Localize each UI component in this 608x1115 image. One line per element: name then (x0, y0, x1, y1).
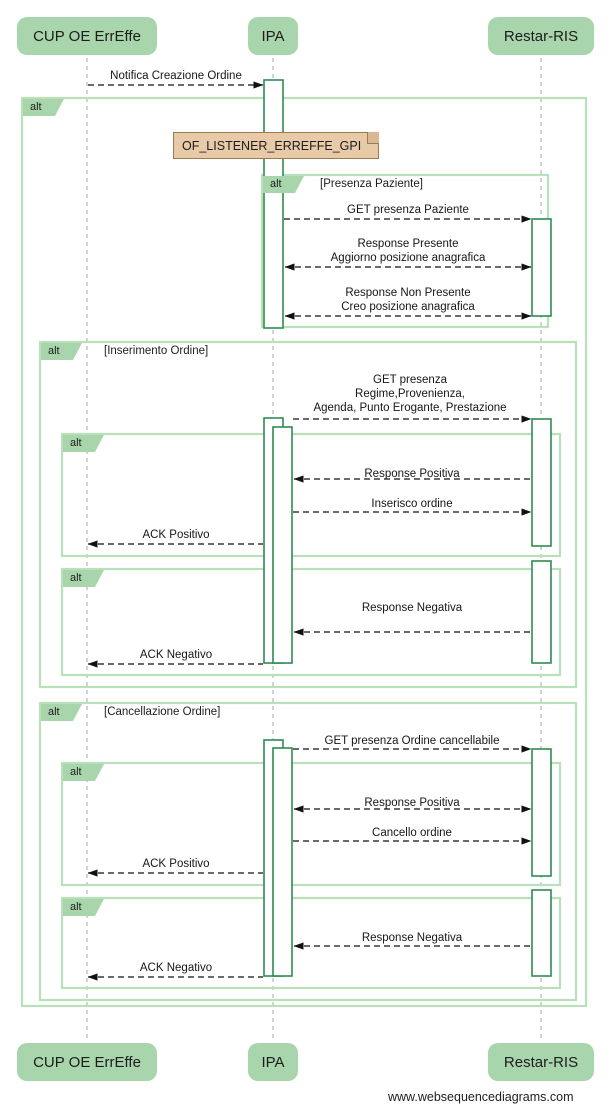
message-label-m8: ACK Positivo (142, 529, 210, 541)
message-label-m5: GET presenza Regime,Provenienza, Agenda,… (313, 373, 506, 415)
message-label-m6: Response Positiva (364, 468, 460, 480)
frame-inserimento-2 (60, 567, 562, 677)
message-label-m5-line2: Regime,Provenienza, (355, 388, 465, 400)
actor-cup-bottom[interactable]: CUP OE ErrEffe (17, 1043, 157, 1081)
frame-outer (20, 96, 588, 1008)
frame-cond-cancellazione: [Cancellazione Ordine] (104, 706, 221, 718)
lifelines (86, 58, 542, 1040)
activation-restar-2 (531, 418, 552, 547)
message-label-m16: ACK Negativo (139, 962, 213, 974)
message-label-m10: ACK Negativo (139, 649, 213, 661)
frame-label-presenza-text: alt (270, 178, 282, 190)
actor-ipa-bottom[interactable]: IPA (248, 1043, 298, 1081)
actor-restar-label: Restar-RIS (503, 27, 579, 45)
frame-cond-presenza: [Presenza Paziente] (320, 178, 423, 190)
activation-restar-3 (531, 560, 552, 664)
activation-restar-5 (531, 889, 552, 977)
message-label-m3-line1: Response Presente (357, 238, 459, 250)
frame-label-inserimento-2: alt (63, 570, 104, 587)
frame-label-cancellazione-2: alt (63, 899, 104, 916)
frame-label-cancellazione-1-text: alt (70, 766, 82, 778)
frame-label-presenza: alt (263, 176, 304, 193)
actor-ipa-top[interactable]: IPA (248, 17, 298, 55)
frame-label-inserimento-1-text: alt (70, 437, 82, 449)
actor-cup-label-bottom: CUP OE ErrEffe (33, 1053, 141, 1071)
actor-ipa-label-bottom: IPA (261, 1053, 285, 1071)
message-label-m11: GET presenza Ordine cancellabile (324, 735, 500, 747)
frame-label-inserimento-2-text: alt (70, 572, 82, 584)
frame-label-cancellazione: alt (41, 704, 82, 721)
actor-restar-bottom[interactable]: Restar-RIS (488, 1043, 594, 1081)
message-arrows (87, 81, 532, 981)
actor-restar-label-bottom: Restar-RIS (503, 1053, 579, 1071)
frame-label-outer: alt (23, 99, 64, 116)
activation-restar-4 (531, 748, 552, 877)
message-label-m15: Response Negativa (361, 932, 463, 944)
message-label-m3: Response Presente Aggiorno posizione ana… (331, 237, 486, 265)
frame-cancellazione-1 (60, 761, 562, 887)
frame-inserimento (38, 340, 578, 689)
footer-watermark: www.websequencediagrams.com (388, 1090, 574, 1104)
actor-ipa-label: IPA (261, 27, 285, 45)
message-label-m7: Inserisco ordine (371, 498, 453, 510)
frame-label-cancellazione-1: alt (63, 764, 104, 781)
activation-ipa-3b (272, 747, 293, 977)
message-label-m9: Response Negativa (361, 602, 463, 614)
frame-cancellazione-2 (60, 896, 562, 990)
message-label-m5-line1: GET presenza (373, 374, 447, 386)
activation-ipa-1 (263, 79, 284, 329)
frame-cancellazione (38, 701, 578, 1002)
frame-label-inserimento-text: alt (48, 345, 60, 357)
frame-cond-inserimento: [Inserimento Ordine] (104, 345, 209, 357)
message-label-m13: Cancello ordine (372, 827, 452, 839)
note-of-listener: OF_LISTENER_ERREFFE_GPI (173, 132, 379, 159)
message-label-m2: GET presenza Paziente (347, 204, 469, 216)
frame-label-cancellazione-2-text: alt (70, 901, 82, 913)
message-label-m1: Notifica Creazione Ordine (110, 70, 242, 82)
message-label-m4: Response Non Presente Creo posizione ana… (341, 286, 475, 314)
message-label-m14: ACK Positivo (142, 858, 210, 870)
frame-label-cancellazione-text: alt (48, 706, 60, 718)
note-fold-corner-icon (367, 132, 379, 144)
actor-cup-top[interactable]: CUP OE ErrEffe (17, 17, 157, 55)
actor-restar-top[interactable]: Restar-RIS (488, 17, 594, 55)
note-text: OF_LISTENER_ERREFFE_GPI (182, 138, 362, 153)
alt-frames (20, 96, 588, 1008)
message-label-m4-line2: Creo posizione anagrafica (341, 301, 475, 313)
message-label-m5-line3: Agenda, Punto Erogante, Prestazione (313, 402, 507, 414)
frame-label-outer-text: alt (30, 101, 42, 113)
activation-bars (263, 79, 552, 977)
frame-label-inserimento-1: alt (63, 435, 104, 452)
frame-inserimento-1 (60, 432, 562, 558)
message-label-m12: Response Positiva (364, 797, 460, 809)
message-label-m3-line2: Aggiorno posizione anagrafica (330, 252, 486, 264)
activation-ipa-2b (272, 426, 293, 664)
message-label-m4-line1: Response Non Presente (345, 287, 471, 299)
actor-cup-label: CUP OE ErrEffe (33, 27, 141, 45)
activation-restar-1 (531, 218, 552, 317)
frame-label-inserimento: alt (41, 343, 82, 360)
